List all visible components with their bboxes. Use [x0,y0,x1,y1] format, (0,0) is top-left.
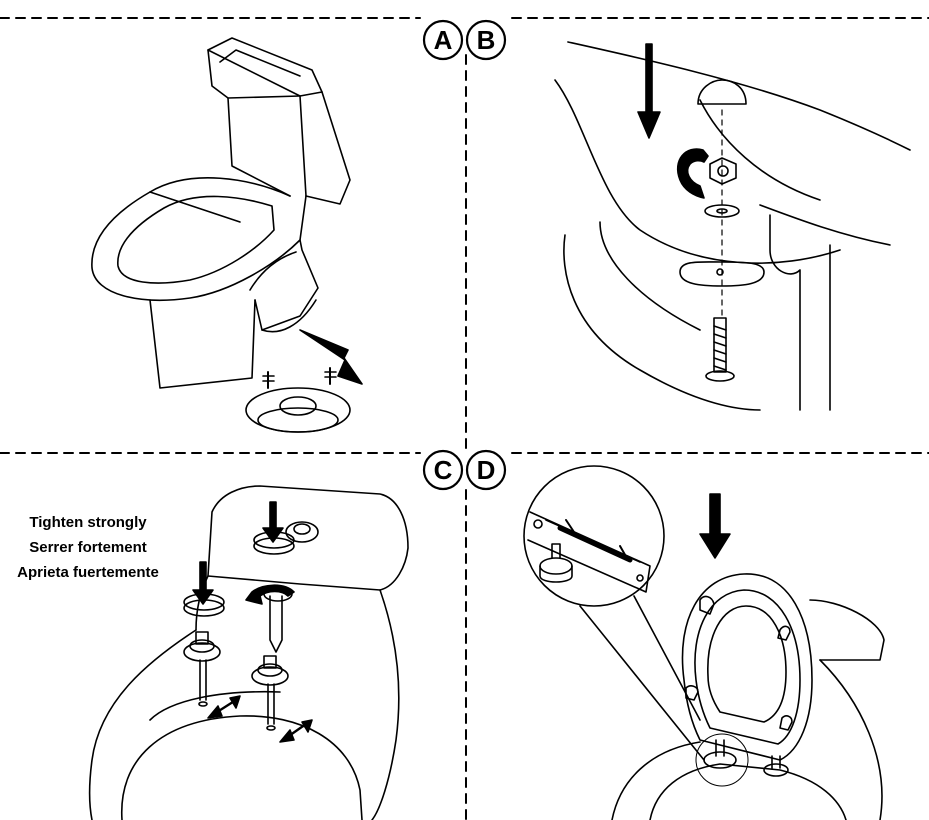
caption-line-2: Serrer fortement [29,539,147,556]
svg-text:B: B [477,25,496,55]
panel-d-illustration [523,465,885,820]
caption-line-1: Tighten strongly [29,514,147,531]
step-label-d: D [465,449,507,491]
step-label-a: A [422,19,464,61]
svg-text:C: C [434,455,453,485]
step-label-c: C [422,449,464,491]
panel-b-illustration [554,41,911,411]
panel-dividers [0,17,929,820]
tighten-caption: Tighten strongly Serrer fortement Apriet… [17,514,159,581]
caption-line-3: Aprieta fuertemente [17,564,159,581]
svg-text:A: A [434,25,453,55]
panel-a-illustration [91,37,363,433]
svg-text:D: D [477,455,496,485]
panel-c-illustration [88,485,409,820]
step-label-b: B [465,19,507,61]
